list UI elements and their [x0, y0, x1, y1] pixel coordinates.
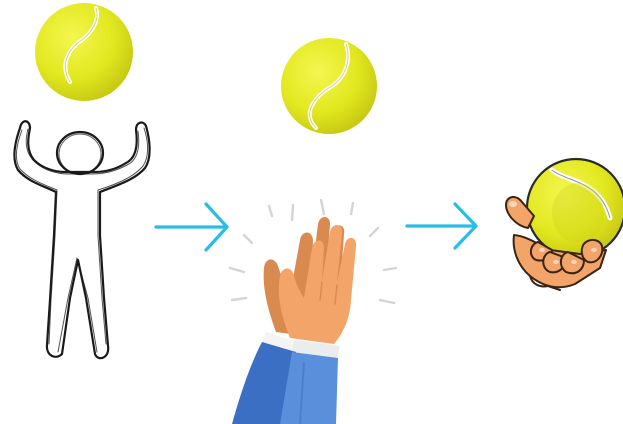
- clapping-hands-icon: [230, 200, 396, 424]
- tennis-ball-icon: [281, 38, 377, 134]
- person-throwing-ball-icon: [14, 121, 149, 358]
- step-clap: [230, 38, 396, 424]
- arrow-right-icon: [407, 204, 476, 248]
- step-throw: [14, 3, 149, 358]
- tennis-ball-icon: [35, 3, 133, 101]
- hand-catching-ball-icon: [506, 159, 623, 290]
- step-catch: [506, 159, 623, 290]
- arrow-right-icon: [156, 204, 227, 250]
